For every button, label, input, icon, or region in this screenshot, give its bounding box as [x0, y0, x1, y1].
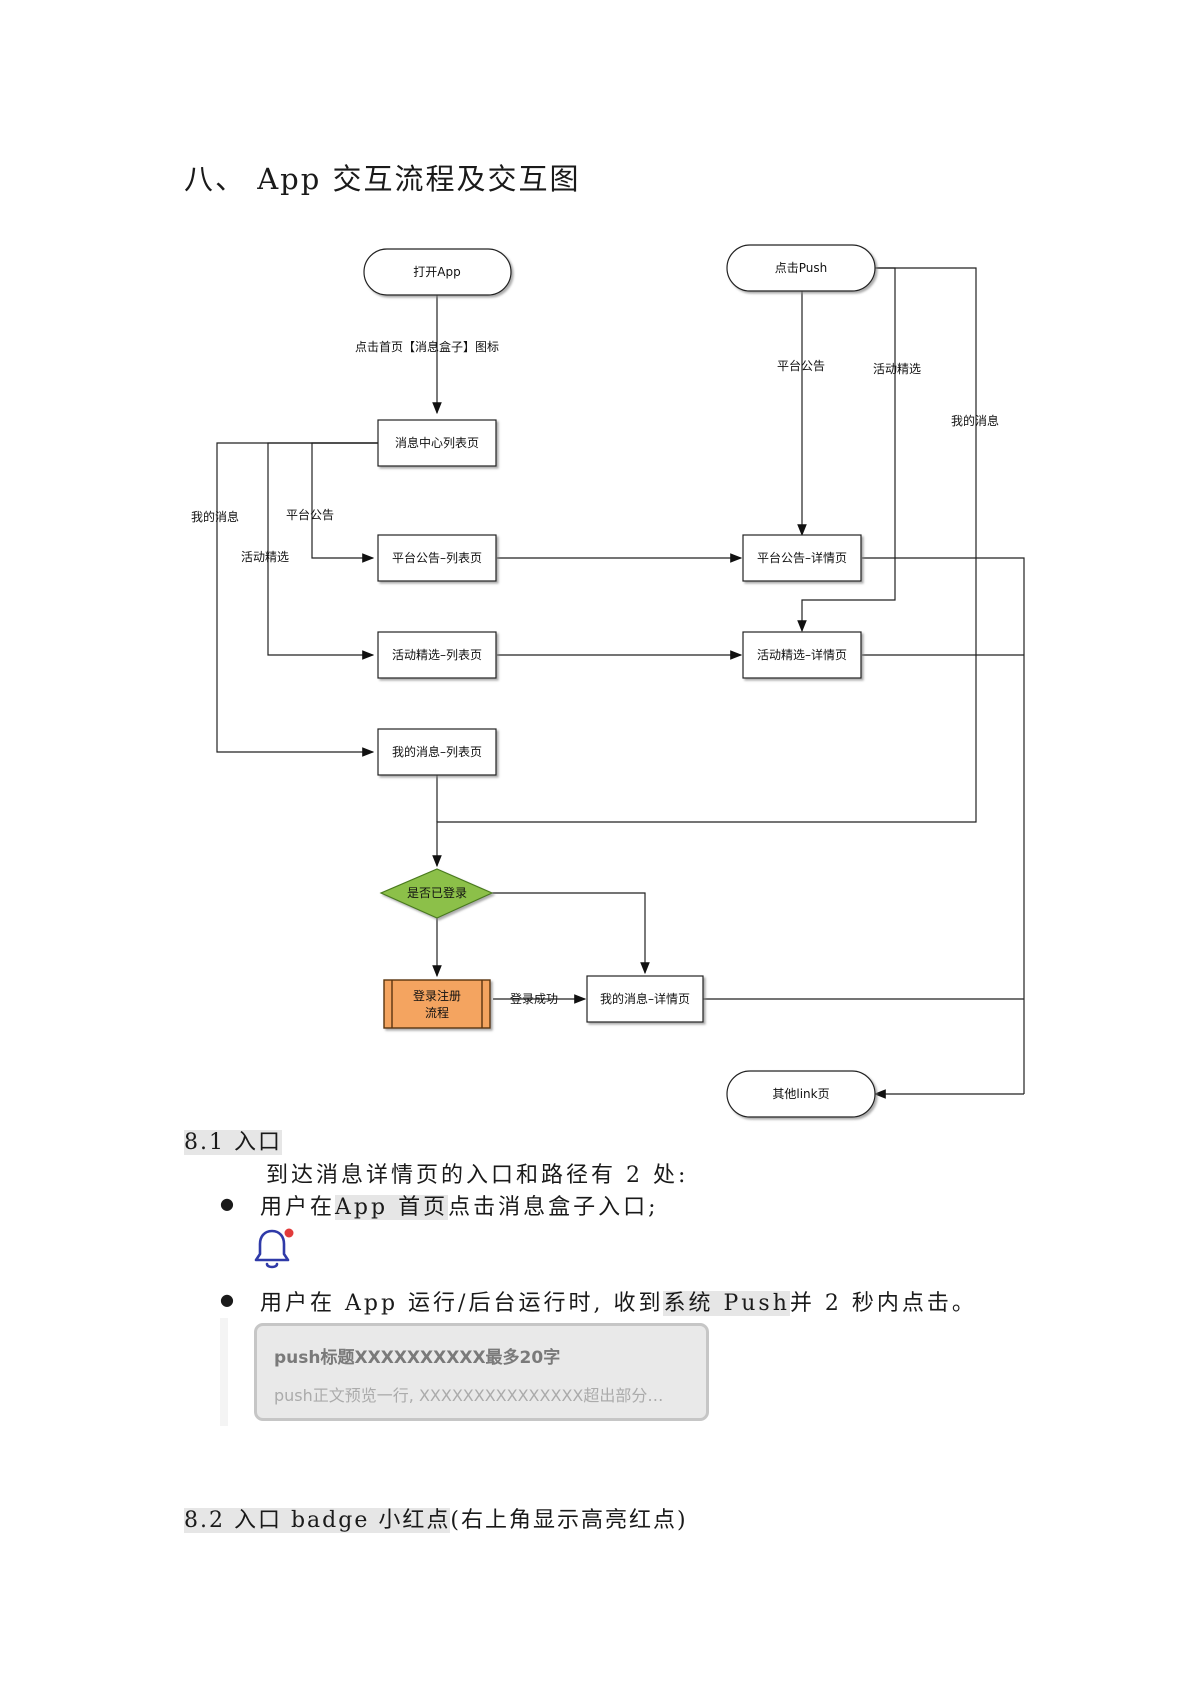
bullet-2: 用户在 App 运行/后台运行时, 收到系统 Push并 2 秒内点击。 [260, 1291, 977, 1316]
label-push-announce: 平台公告 [777, 358, 825, 373]
label-login-success: 登录成功 [510, 991, 558, 1006]
section-8-1-intro: 到达消息详情页的入口和路径有 2 处: [266, 1163, 689, 1188]
red-dot-badge [284, 1228, 294, 1238]
node-announce-list: 平台公告–列表页 [377, 534, 497, 582]
label-tap-icon: 点击首页【消息盒子】图标 [355, 339, 499, 354]
label-push-activity: 活动精选 [873, 362, 921, 376]
page-title: 八、 App 交互流程及交互图 [184, 162, 581, 196]
node-mymsg-detail: 我的消息–详情页 [586, 975, 704, 1023]
svg-text:我的消息–列表页: 我的消息–列表页 [392, 744, 482, 759]
svg-text:平台公告–详情页: 平台公告–详情页 [757, 550, 847, 565]
start-open-app: 打开App [363, 248, 512, 296]
label-center-activity: 活动精选 [241, 550, 289, 564]
svg-text:活动精选–列表页: 活动精选–列表页 [392, 648, 482, 662]
push-preview-frame [220, 1318, 228, 1426]
node-activity-list: 活动精选–列表页 [377, 631, 497, 679]
node-announce-detail: 平台公告–详情页 [742, 534, 862, 582]
svg-text:消息中心列表页: 消息中心列表页 [395, 435, 479, 450]
push-title: push标题XXXXXXXXXX最多20字 [274, 1348, 561, 1368]
click-push-label: 点击Push [775, 261, 828, 275]
svg-text:活动精选–详情页: 活动精选–详情页 [757, 647, 847, 662]
label-push-mymsg: 我的消息 [951, 413, 999, 428]
open-app-label: 打开App [413, 265, 460, 279]
bullet-1: 用户在App 首页点击消息盒子入口; [260, 1195, 659, 1220]
interaction-flowchart: 打开App 点击Push 其他link页 消息中心列表页 平台公告–列表页 活动… [191, 244, 1025, 1118]
label-center-announce: 平台公告 [286, 507, 334, 522]
label-center-mymsg: 我的消息 [191, 509, 239, 524]
svg-text:登录注册: 登录注册 [413, 988, 461, 1003]
start-click-push: 点击Push [726, 244, 876, 292]
svg-text:流程: 流程 [425, 1005, 449, 1020]
push-notification-card[interactable]: push标题XXXXXXXXXX最多20字 push正文预览一行, XXXXXX… [254, 1323, 709, 1421]
other-link-label: 其他link页 [772, 1087, 829, 1101]
node-activity-detail: 活动精选–详情页 [742, 631, 862, 679]
section-8-2-heading: 8.2 入口 badge 小红点(右上角显示高亮红点) [184, 1508, 688, 1533]
svg-text:平台公告–列表页: 平台公告–列表页 [392, 550, 482, 565]
section-8-1-heading: 8.1 入口 [184, 1130, 282, 1155]
bell-icon [254, 1228, 294, 1269]
node-msg-center: 消息中心列表页 [377, 419, 497, 467]
end-other-link: 其他link页 [726, 1070, 876, 1118]
svg-text:是否已登录: 是否已登录 [407, 885, 467, 900]
bullet-dot: ● [220, 1290, 234, 1309]
svg-text:我的消息–详情页: 我的消息–详情页 [600, 991, 690, 1006]
bullet-dot: ● [220, 1194, 234, 1213]
decision-is-logged-in: 是否已登录 [379, 868, 494, 919]
node-login-flow: 登录注册 流程 [383, 979, 491, 1029]
push-body: push正文预览一行, XXXXXXXXXXXXXXX超出部分… [274, 1386, 664, 1405]
node-mymsg-list: 我的消息–列表页 [377, 728, 497, 776]
